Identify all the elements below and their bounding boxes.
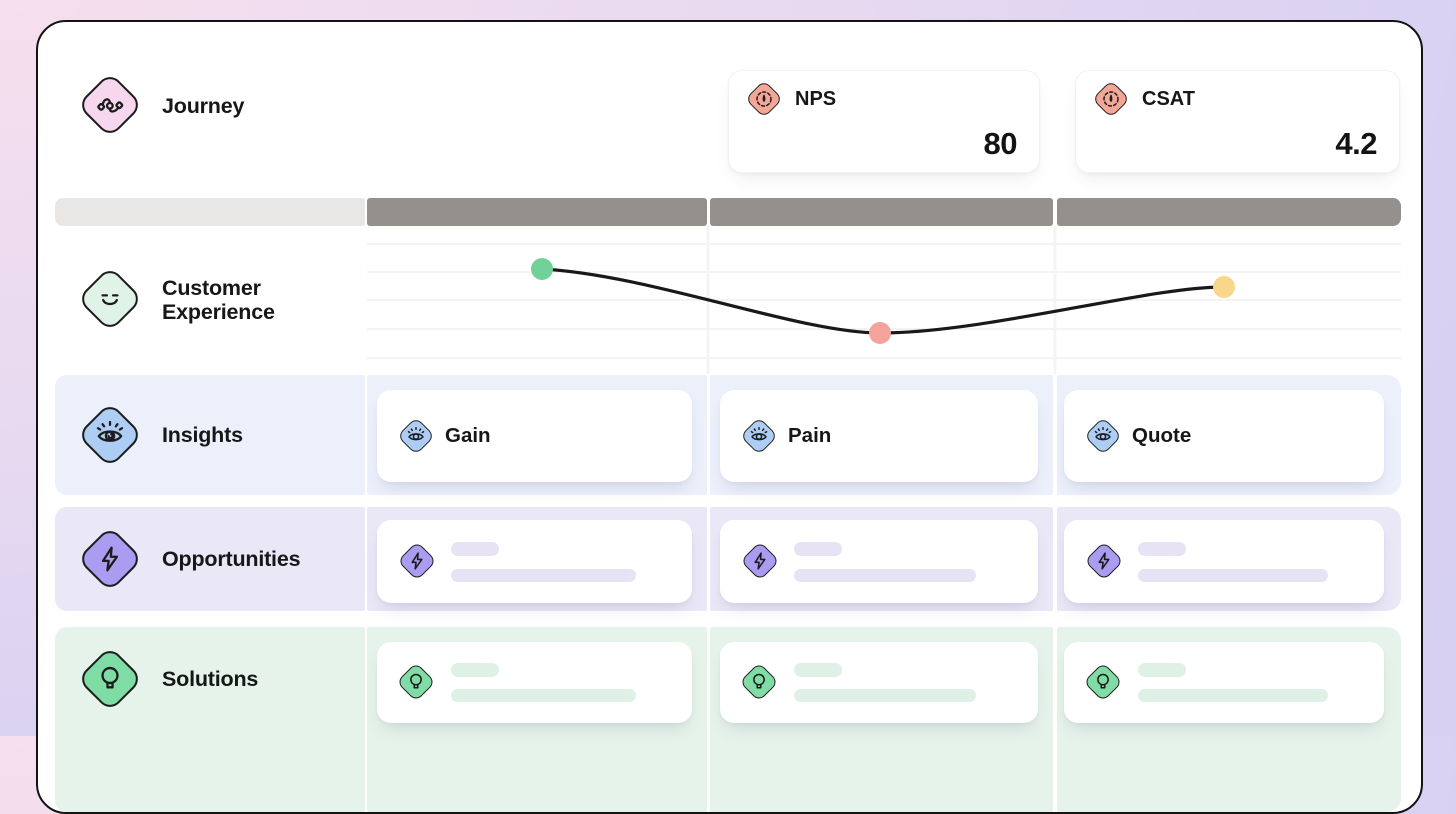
gauge-icon [1091,79,1131,119]
csat-card[interactable]: CSAT 4.2 [1075,70,1400,173]
lightning-icon [397,541,437,581]
chart-gridlines [367,226,1401,374]
insight-card-gain[interactable]: Gain [377,390,692,482]
insight-card-label: Gain [445,424,491,447]
solution-card[interactable] [377,642,692,723]
journey-icon [76,71,144,139]
lightning-icon [740,541,780,581]
gauge-icon [744,79,784,119]
opportunity-card[interactable] [720,520,1038,603]
row-label-opportunities: Opportunities [162,547,301,571]
row-label-insights: Insights [162,423,243,447]
insight-card-label: Quote [1132,424,1192,447]
stage-header-empty[interactable] [55,198,365,226]
stage-header-3[interactable] [1057,198,1401,226]
nps-card[interactable]: NPS 80 [728,70,1040,173]
placeholder-title-line [794,663,842,677]
experience-point-neutral[interactable] [1213,276,1235,298]
placeholder-text-line [451,689,636,702]
stage-header-1[interactable] [367,198,707,226]
insight-card-pain[interactable]: Pain [720,390,1038,482]
row-label-solutions: Solutions [162,667,259,691]
lightning-icon [1084,541,1124,581]
eye-icon [396,416,436,456]
placeholder-title-line [794,542,842,556]
placeholder-text-line [794,569,976,582]
insight-card-label: Pain [788,424,832,447]
placeholder-title-line [1138,542,1186,556]
experience-point-negative[interactable] [869,322,891,344]
eye-icon [739,416,779,456]
placeholder-text-line [794,689,976,702]
opportunity-card[interactable] [377,520,692,603]
stage-header-2[interactable] [710,198,1053,226]
lightbulb-icon [1083,662,1123,702]
lightbulb-icon [396,662,436,702]
placeholder-text-line [1138,689,1328,702]
solution-card[interactable] [720,642,1038,723]
row-label-experience: Customer Experience [162,276,275,324]
solution-card[interactable] [1064,642,1384,723]
placeholder-title-line [1138,663,1186,677]
experience-curve-chart [367,226,1401,374]
row-label-journey: Journey [162,94,245,118]
nps-value: 80 [983,126,1018,161]
lightning-icon [76,525,144,593]
placeholder-title-line [451,542,499,556]
experience-point-positive[interactable] [531,258,553,280]
eye-icon [1083,416,1123,456]
lightbulb-icon [739,662,779,702]
eye-icon [76,401,144,469]
insight-card-quote[interactable]: Quote [1064,390,1384,482]
csat-label: CSAT [1142,88,1195,110]
placeholder-title-line [451,663,499,677]
nps-label: NPS [795,88,837,110]
csat-value: 4.2 [1335,126,1377,161]
journey-map-canvas: Journey NPS 80 CSAT 4.2 [36,20,1423,814]
opportunity-card[interactable] [1064,520,1384,603]
placeholder-text-line [1138,569,1328,582]
placeholder-text-line [451,569,636,582]
lightbulb-icon [76,645,144,713]
smiley-icon [76,265,144,333]
